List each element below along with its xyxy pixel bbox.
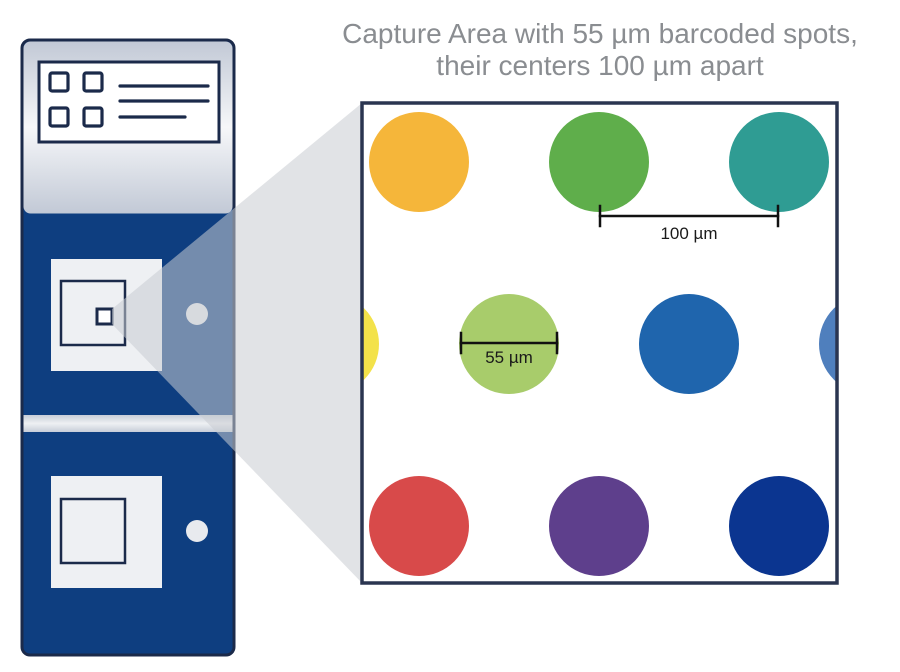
spacing-measure bbox=[598, 204, 780, 228]
spot-purple bbox=[549, 476, 649, 576]
spot-green bbox=[549, 112, 649, 212]
spot-steel-blue-partial bbox=[819, 305, 837, 383]
diameter-measure bbox=[459, 331, 559, 355]
diameter-label: 55 µm bbox=[485, 348, 533, 367]
fiducial-dot-2 bbox=[186, 520, 208, 542]
grid-icon bbox=[48, 71, 104, 128]
zoomed-capture-area: 100 µm 55 µm bbox=[360, 101, 839, 585]
spacing-label: 100 µm bbox=[660, 224, 717, 243]
capture-area-2 bbox=[51, 476, 162, 588]
spot-red bbox=[369, 476, 469, 576]
slide-divider-strip bbox=[23, 415, 233, 432]
spot-yellow-partial bbox=[362, 306, 379, 382]
zoom-region-marker bbox=[95, 307, 114, 326]
zoom-box-border bbox=[360, 101, 839, 585]
text-lines-icon bbox=[118, 84, 210, 119]
spot-teal bbox=[729, 112, 829, 212]
spot-blue bbox=[639, 294, 739, 394]
diagram-title-line-2: their centers 100 µm apart bbox=[436, 50, 764, 81]
spot-yellow-orange bbox=[369, 112, 469, 212]
diagram-title-line-1: Capture Area with 55 µm barcoded spots, bbox=[342, 18, 858, 49]
zoom-cone bbox=[112, 103, 362, 583]
label-card bbox=[37, 60, 221, 144]
spot-dark-blue bbox=[729, 476, 829, 576]
